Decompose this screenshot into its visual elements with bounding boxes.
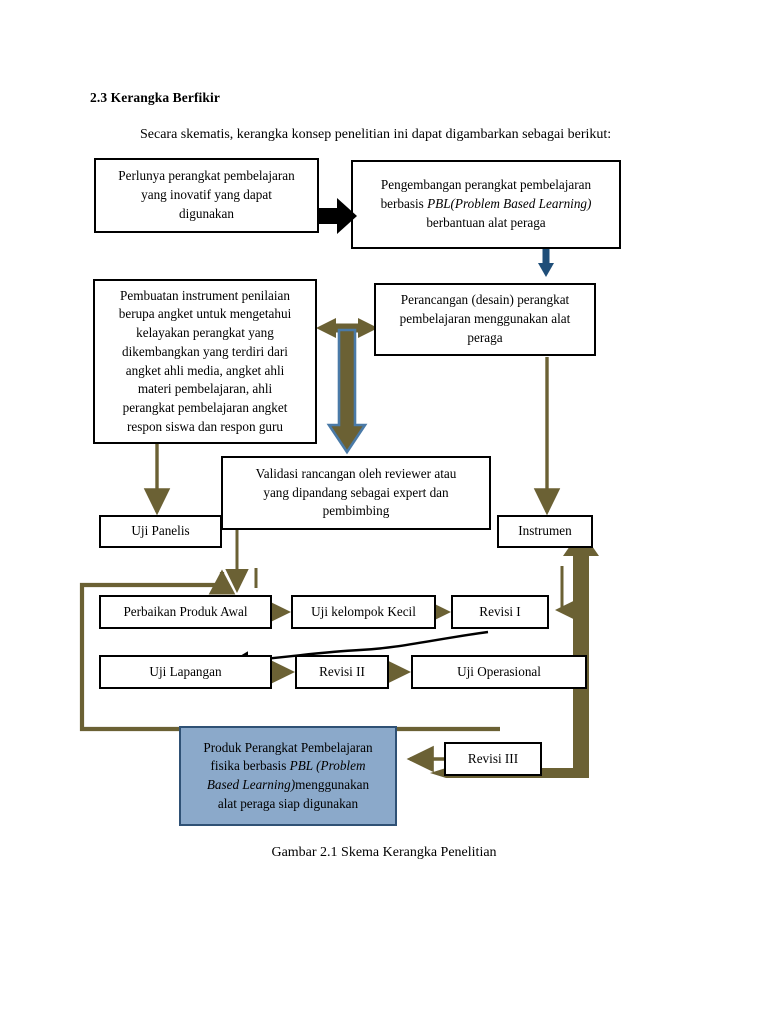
node-instrument-creation-line5: angket ahli media, angket ahli (125, 362, 285, 378)
node-produk-line3-post: menggunakan (295, 777, 370, 792)
edge-development-to-design (538, 246, 554, 277)
node-revisi-1[interactable]: Revisi I (451, 595, 549, 629)
node-design-line1: Perancangan (desain) perangkat (400, 292, 570, 308)
node-uji-lapangan[interactable]: Uji Lapangan (99, 655, 272, 689)
node-uji-operasional-label: Uji Operasional (457, 663, 541, 679)
node-produk-line1: Produk Perangkat Pembelajaran (203, 739, 373, 755)
node-validation-line3: pembimbing (322, 503, 390, 519)
node-produk-line2-pre: fisika berbasis (210, 758, 290, 774)
node-instrument-creation-line2: berupa angket untuk mengetahui (118, 306, 292, 322)
node-uji-operasional[interactable]: Uji Operasional (411, 655, 587, 689)
node-instrument-creation-line7: perangkat pembelajaran angket (122, 399, 288, 415)
edge-design-to-validation (326, 328, 368, 455)
node-design-line2: pembelajaran menggunakan alat (399, 311, 571, 327)
node-revisi-3[interactable]: Revisi III (444, 742, 542, 776)
node-need-line2: yang inovatif yang dapat (141, 187, 272, 203)
node-instrument-creation-line1: Pembuatan instrument penilaian (120, 287, 290, 303)
node-validation-line1: Validasi rancangan oleh reviewer atau (255, 465, 457, 481)
node-development-line1: Pengembangan perangkat pembelajaran (380, 177, 592, 193)
node-revisi-3-label: Revisi III (467, 750, 519, 766)
node-development-line3: berbantuan alat peraga (426, 214, 546, 230)
figure-caption: Gambar 2.1 Skema Kerangka Penelitian (271, 845, 497, 860)
node-instrument-creation-line8: respon siswa dan respon guru (126, 418, 284, 434)
node-instrument-creation-line3: kelayakan perangkat yang (136, 325, 274, 341)
node-perbaikan-produk-awal-label: Perbaikan Produk Awal (123, 603, 248, 619)
node-produk-line4: alat peraga siap digunakan (217, 795, 359, 811)
node-produk-line2-emphasis: PBL (Problem (289, 758, 366, 774)
node-instrumen[interactable]: Instrumen (497, 515, 593, 548)
node-revisi-2-label: Revisi II (319, 663, 365, 679)
node-validation[interactable]: Validasi rancangan oleh reviewer atau ya… (221, 456, 491, 530)
edge-revisi-3-to-instrumen (430, 530, 599, 778)
edge-revisi-1-to-uji-lapangan (229, 630, 489, 670)
node-development-line2-emphasis: PBL(Problem Based Learning) (427, 196, 592, 212)
node-revisi-2[interactable]: Revisi II (295, 655, 389, 689)
node-need-line3: digunakan (179, 205, 234, 221)
node-design[interactable]: Perancangan (desain) perangkat pembelaja… (374, 283, 596, 356)
node-validation-line2: yang dipandang sebagai expert dan (263, 484, 449, 500)
node-instrument-creation-line4: dikembangkan yang terdiri dari (122, 343, 288, 359)
node-development-line2: berbasis PBL(Problem Based Learning) (360, 195, 612, 214)
intro-paragraph: Secara skematis, kerangka konsep penelit… (140, 127, 612, 142)
node-produk-line2: fisika berbasis PBL (Problem (188, 757, 388, 776)
node-uji-panelis-label: Uji Panelis (131, 523, 190, 539)
node-design-line3: peraga (467, 329, 503, 345)
node-uji-lapangan-label: Uji Lapangan (149, 663, 222, 679)
node-development[interactable]: Pengembangan perangkat pembelajaran berb… (351, 160, 621, 249)
node-uji-kelompok-kecil[interactable]: Uji kelompok Kecil (291, 595, 436, 629)
node-instrument-creation[interactable]: Pembuatan instrument penilaian berupa an… (93, 279, 317, 444)
edge-instrumen-to-revisi-1 (555, 566, 579, 622)
node-uji-panelis[interactable]: Uji Panelis (99, 515, 222, 548)
node-need-line1: Perlunya perangkat pembelajaran (118, 168, 295, 184)
edge-instrument-design-double (316, 318, 378, 338)
node-need[interactable]: Perlunya perangkat pembelajaran yang ino… (94, 158, 319, 233)
section-heading: 2.3 Kerangka Berfikir (90, 90, 220, 105)
node-produk[interactable]: Produk Perangkat Pembelajaran fisika ber… (179, 726, 397, 826)
node-development-line2-pre: berbasis (380, 196, 428, 212)
node-produk-line3: Based Learning)menggunakan (188, 776, 388, 795)
node-instrumen-label: Instrumen (518, 523, 572, 539)
node-produk-line3-emphasis: Based Learning) (206, 777, 296, 792)
node-instrument-creation-line6: materi pembelajaran, ahli (137, 381, 273, 397)
node-perbaikan-produk-awal[interactable]: Perbaikan Produk Awal (99, 595, 272, 629)
node-revisi-1-label: Revisi I (479, 603, 521, 619)
node-uji-kelompok-kecil-label: Uji kelompok Kecil (311, 603, 416, 619)
